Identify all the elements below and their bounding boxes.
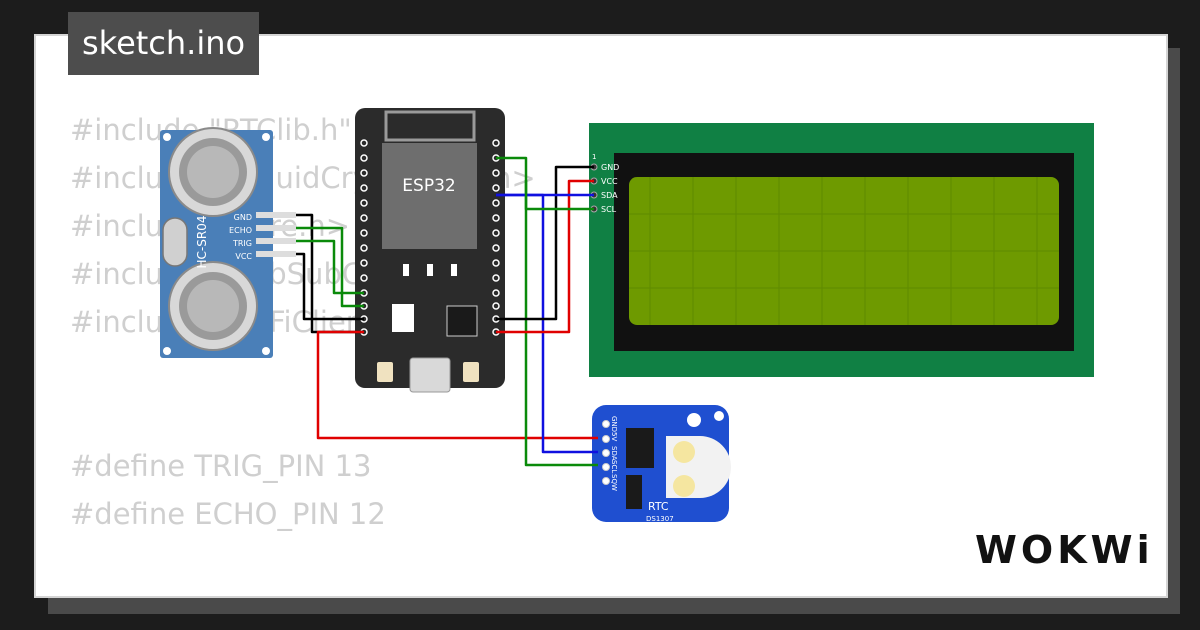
lcd-pin-1-label: 1 <box>592 153 596 161</box>
rtc-model-label: DS1307 <box>646 515 674 523</box>
rtc-pin-label: SDA <box>610 446 618 461</box>
rtc-pin-label: GND <box>610 416 618 432</box>
ultrasonic-sensor[interactable]: HC-SR04 GND ECHO TRIG VCC <box>160 127 296 358</box>
lcd-display[interactable]: 1 GND VCC SDA SCL <box>589 123 1094 377</box>
code-line: #define TRIG_PIN 13 <box>70 449 372 483</box>
ultrasonic-label: HC-SR04 <box>195 216 209 269</box>
wires <box>296 156 598 467</box>
lcd-pin-label: GND <box>601 163 619 172</box>
lcd-char-grid <box>629 177 1059 325</box>
wokwi-logo: WOKWi <box>975 528 1154 572</box>
wire-black <box>296 213 364 334</box>
rtc-pin-label: SCL <box>610 460 618 473</box>
esp32-board[interactable]: ESP32 <box>355 108 505 393</box>
wire-red <box>316 330 598 440</box>
esp32-right-pins <box>492 139 500 336</box>
ultrasonic-pin-label: VCC <box>235 252 252 261</box>
wire-green <box>296 239 364 295</box>
ultrasonic-pin-label: GND <box>234 213 252 222</box>
wire-blue <box>496 193 598 454</box>
lcd-pin-label: VCC <box>601 177 618 186</box>
rtc-label: RTC <box>648 500 669 513</box>
wire-green <box>496 156 598 467</box>
ultrasonic-pin-label: ECHO <box>229 226 252 235</box>
esp32-label: ESP32 <box>402 176 455 196</box>
lcd-pin-label: SDA <box>601 191 618 200</box>
code-line: RTC_DS1307 <box>70 586 536 596</box>
rtc-pin-label: SQW <box>610 474 618 491</box>
wire-black <box>296 252 364 321</box>
rtc-pin-label: 5V <box>610 432 618 441</box>
lcd-pin-label: SCL <box>601 205 617 214</box>
wire-green <box>524 180 594 211</box>
wire-black <box>496 165 594 321</box>
code-line: #define ECHO_PIN 12 <box>70 497 386 531</box>
file-title: sketch.ino <box>68 12 260 75</box>
wire-green <box>296 226 364 308</box>
rtc-module[interactable]: RTC DS1307 GND 5V SDA SCL SQW <box>592 405 731 523</box>
ultrasonic-pin-label: TRIG <box>232 239 252 248</box>
wire-red <box>496 179 594 334</box>
